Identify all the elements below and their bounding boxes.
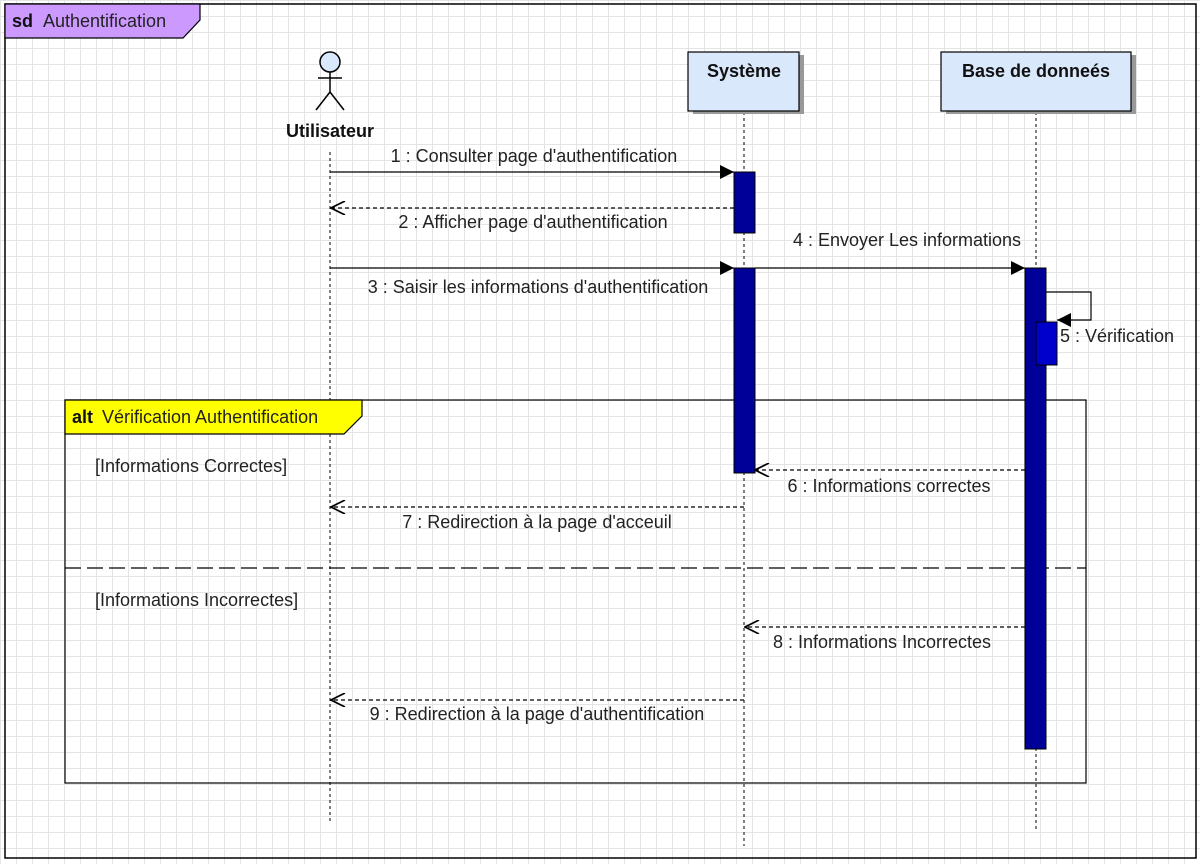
alt-guard-correct: [Informations Correctes]	[95, 456, 287, 476]
database-self-activation	[1035, 321, 1058, 366]
message-4-label: 4 : Envoyer Les informations	[793, 230, 1021, 250]
message-5-arrow	[1046, 291, 1092, 327]
message-7-label: 7 : Redirection à la page d'acceuil	[402, 512, 672, 532]
message-3-label: 3 : Saisir les informations d'authentifi…	[368, 277, 709, 297]
alt-keyword: alt	[72, 407, 93, 427]
alt-guard-incorrect: [Informations Incorrectes]	[95, 590, 298, 610]
message-9-label: 9 : Redirection à la page d'authentifica…	[370, 704, 705, 724]
frame-title: Authentification	[43, 11, 166, 31]
alt-title: Vérification Authentification	[102, 407, 318, 427]
frame-keyword: sd	[12, 11, 33, 31]
system-name: Système	[707, 61, 781, 81]
actor-name: Utilisateur	[286, 121, 374, 141]
database-box	[940, 51, 1132, 112]
message-5-label: 5 : Vérification	[1060, 326, 1174, 346]
actor-icon	[315, 51, 345, 111]
message-2-label: 2 : Afficher page d'authentification	[398, 212, 667, 232]
system-activation-2	[733, 267, 756, 474]
frame-label-tab	[4, 3, 201, 39]
system-box	[687, 51, 800, 112]
database-activation	[1024, 267, 1047, 750]
message-6-label: 6 : Informations correctes	[787, 476, 990, 496]
sequence-frame	[4, 3, 1197, 859]
message-8-label: 8 : Informations Incorrectes	[773, 632, 991, 652]
alt-fragment	[64, 399, 1087, 784]
system-activation-1	[733, 171, 756, 234]
alt-label-tab	[64, 399, 363, 435]
database-name: Base de donneés	[962, 61, 1110, 81]
message-1-label: 1 : Consulter page d'authentification	[391, 146, 678, 166]
